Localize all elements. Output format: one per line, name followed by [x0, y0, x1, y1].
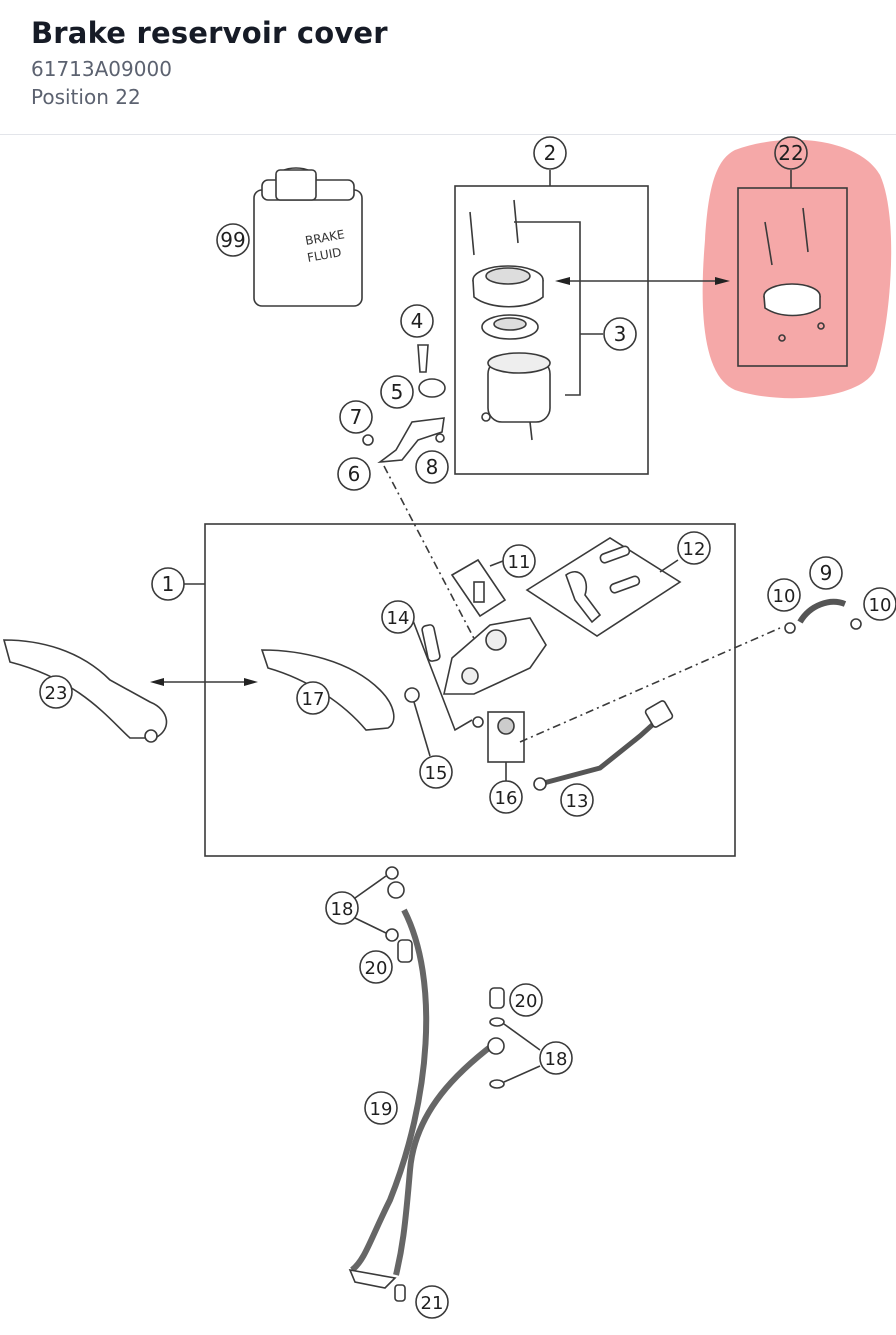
- part-header: Brake reservoir cover 61713A09000 Positi…: [0, 0, 896, 135]
- callout-3[interactable]: 3: [603, 317, 637, 351]
- callout-1[interactable]: 1: [151, 567, 185, 601]
- reservoir-cap[interactable]: [472, 265, 544, 308]
- svg-text:20: 20: [365, 958, 388, 979]
- callout-5[interactable]: 5: [380, 375, 414, 409]
- reservoir-cover-part[interactable]: [763, 283, 821, 317]
- callout-17[interactable]: 17: [296, 681, 330, 715]
- svg-text:20: 20: [515, 991, 538, 1012]
- callout-21[interactable]: 21: [415, 1285, 449, 1319]
- svg-text:11: 11: [508, 552, 531, 573]
- position-label: Position 22: [31, 85, 141, 109]
- callout-16[interactable]: 16: [489, 780, 523, 814]
- callout-19[interactable]: 19: [364, 1091, 398, 1125]
- exploded-parts-diagram: BRAKE FLUID: [2, 136, 896, 1319]
- svg-text:10: 10: [869, 595, 892, 616]
- svg-text:10: 10: [773, 586, 796, 607]
- svg-text:14: 14: [387, 608, 410, 629]
- banjo-fitting: [784, 598, 862, 634]
- callout-12[interactable]: 12: [677, 531, 711, 565]
- svg-text:9: 9: [820, 561, 833, 585]
- svg-text:23: 23: [45, 683, 68, 704]
- svg-text:18: 18: [331, 899, 354, 920]
- svg-text:21: 21: [421, 1293, 444, 1314]
- master-cylinder[interactable]: [443, 617, 547, 695]
- switch-assembly: [472, 711, 525, 782]
- svg-text:99: 99: [220, 228, 245, 252]
- brake-hoses: [348, 866, 505, 1302]
- reservoir-screws: [469, 199, 603, 396]
- svg-text:22: 22: [778, 141, 803, 165]
- reservoir-body[interactable]: [481, 352, 551, 441]
- master-cylinder-box: [204, 523, 736, 857]
- callout-6[interactable]: 6: [337, 457, 371, 491]
- pin-kit: [525, 537, 682, 637]
- svg-text:7: 7: [350, 405, 363, 429]
- callout-14[interactable]: 14: [381, 600, 415, 634]
- svg-text:8: 8: [426, 455, 439, 479]
- callout-99[interactable]: 99: [216, 223, 250, 257]
- svg-text:5: 5: [391, 380, 404, 404]
- svg-text:18: 18: [545, 1049, 568, 1070]
- callout-2[interactable]: 2: [533, 136, 567, 170]
- callout-7[interactable]: 7: [339, 400, 373, 434]
- svg-text:19: 19: [370, 1099, 393, 1120]
- reservoir-group-box: [454, 185, 649, 475]
- brake-switch-cable: [533, 700, 674, 791]
- lever-23[interactable]: [2, 639, 168, 743]
- mount-bracket: [362, 344, 481, 651]
- callout-8[interactable]: 8: [415, 450, 449, 484]
- callout-18a[interactable]: 18: [325, 891, 359, 925]
- svg-text:13: 13: [566, 791, 589, 812]
- callout-13[interactable]: 13: [560, 783, 594, 817]
- reservoir-diaphragm: [481, 314, 539, 340]
- lever-17[interactable]: [260, 649, 420, 731]
- brake-fluid-can[interactable]: BRAKE FLUID: [253, 167, 363, 307]
- svg-text:6: 6: [348, 462, 361, 486]
- callout-20a[interactable]: 20: [359, 950, 393, 984]
- svg-text:3: 3: [614, 322, 627, 346]
- callout-18b[interactable]: 18: [539, 1041, 573, 1075]
- reservoir-cover-box[interactable]: [737, 187, 848, 367]
- svg-text:12: 12: [683, 539, 706, 560]
- callout-23[interactable]: 23: [39, 675, 73, 709]
- highlight-area: [702, 139, 892, 399]
- svg-text:17: 17: [302, 689, 325, 710]
- callout-10a[interactable]: 10: [767, 578, 801, 612]
- bleeder-kit: [450, 558, 507, 618]
- svg-text:15: 15: [425, 763, 448, 784]
- fluid-can-label-top: BRAKE: [304, 227, 346, 248]
- callout-10b[interactable]: 10: [863, 587, 896, 621]
- svg-text:1: 1: [162, 572, 175, 596]
- svg-text:2: 2: [544, 141, 557, 165]
- callout-22[interactable]: 22: [774, 136, 808, 170]
- svg-text:16: 16: [495, 788, 518, 809]
- callout-11[interactable]: 11: [502, 544, 536, 578]
- fluid-can-label-bottom: FLUID: [306, 245, 342, 265]
- callout-15[interactable]: 15: [419, 755, 453, 789]
- callout-4[interactable]: 4: [400, 304, 434, 338]
- push-rod: [411, 617, 473, 732]
- part-title: Brake reservoir cover: [31, 16, 388, 50]
- svg-text:4: 4: [411, 309, 424, 333]
- callout-20b[interactable]: 20: [509, 983, 543, 1017]
- callout-9[interactable]: 9: [809, 556, 843, 590]
- callouts: 2 22 99 3 4 5 7 6 8 1 11 12 9 10 10 14 2…: [39, 136, 896, 1319]
- part-number: 61713A09000: [31, 57, 172, 81]
